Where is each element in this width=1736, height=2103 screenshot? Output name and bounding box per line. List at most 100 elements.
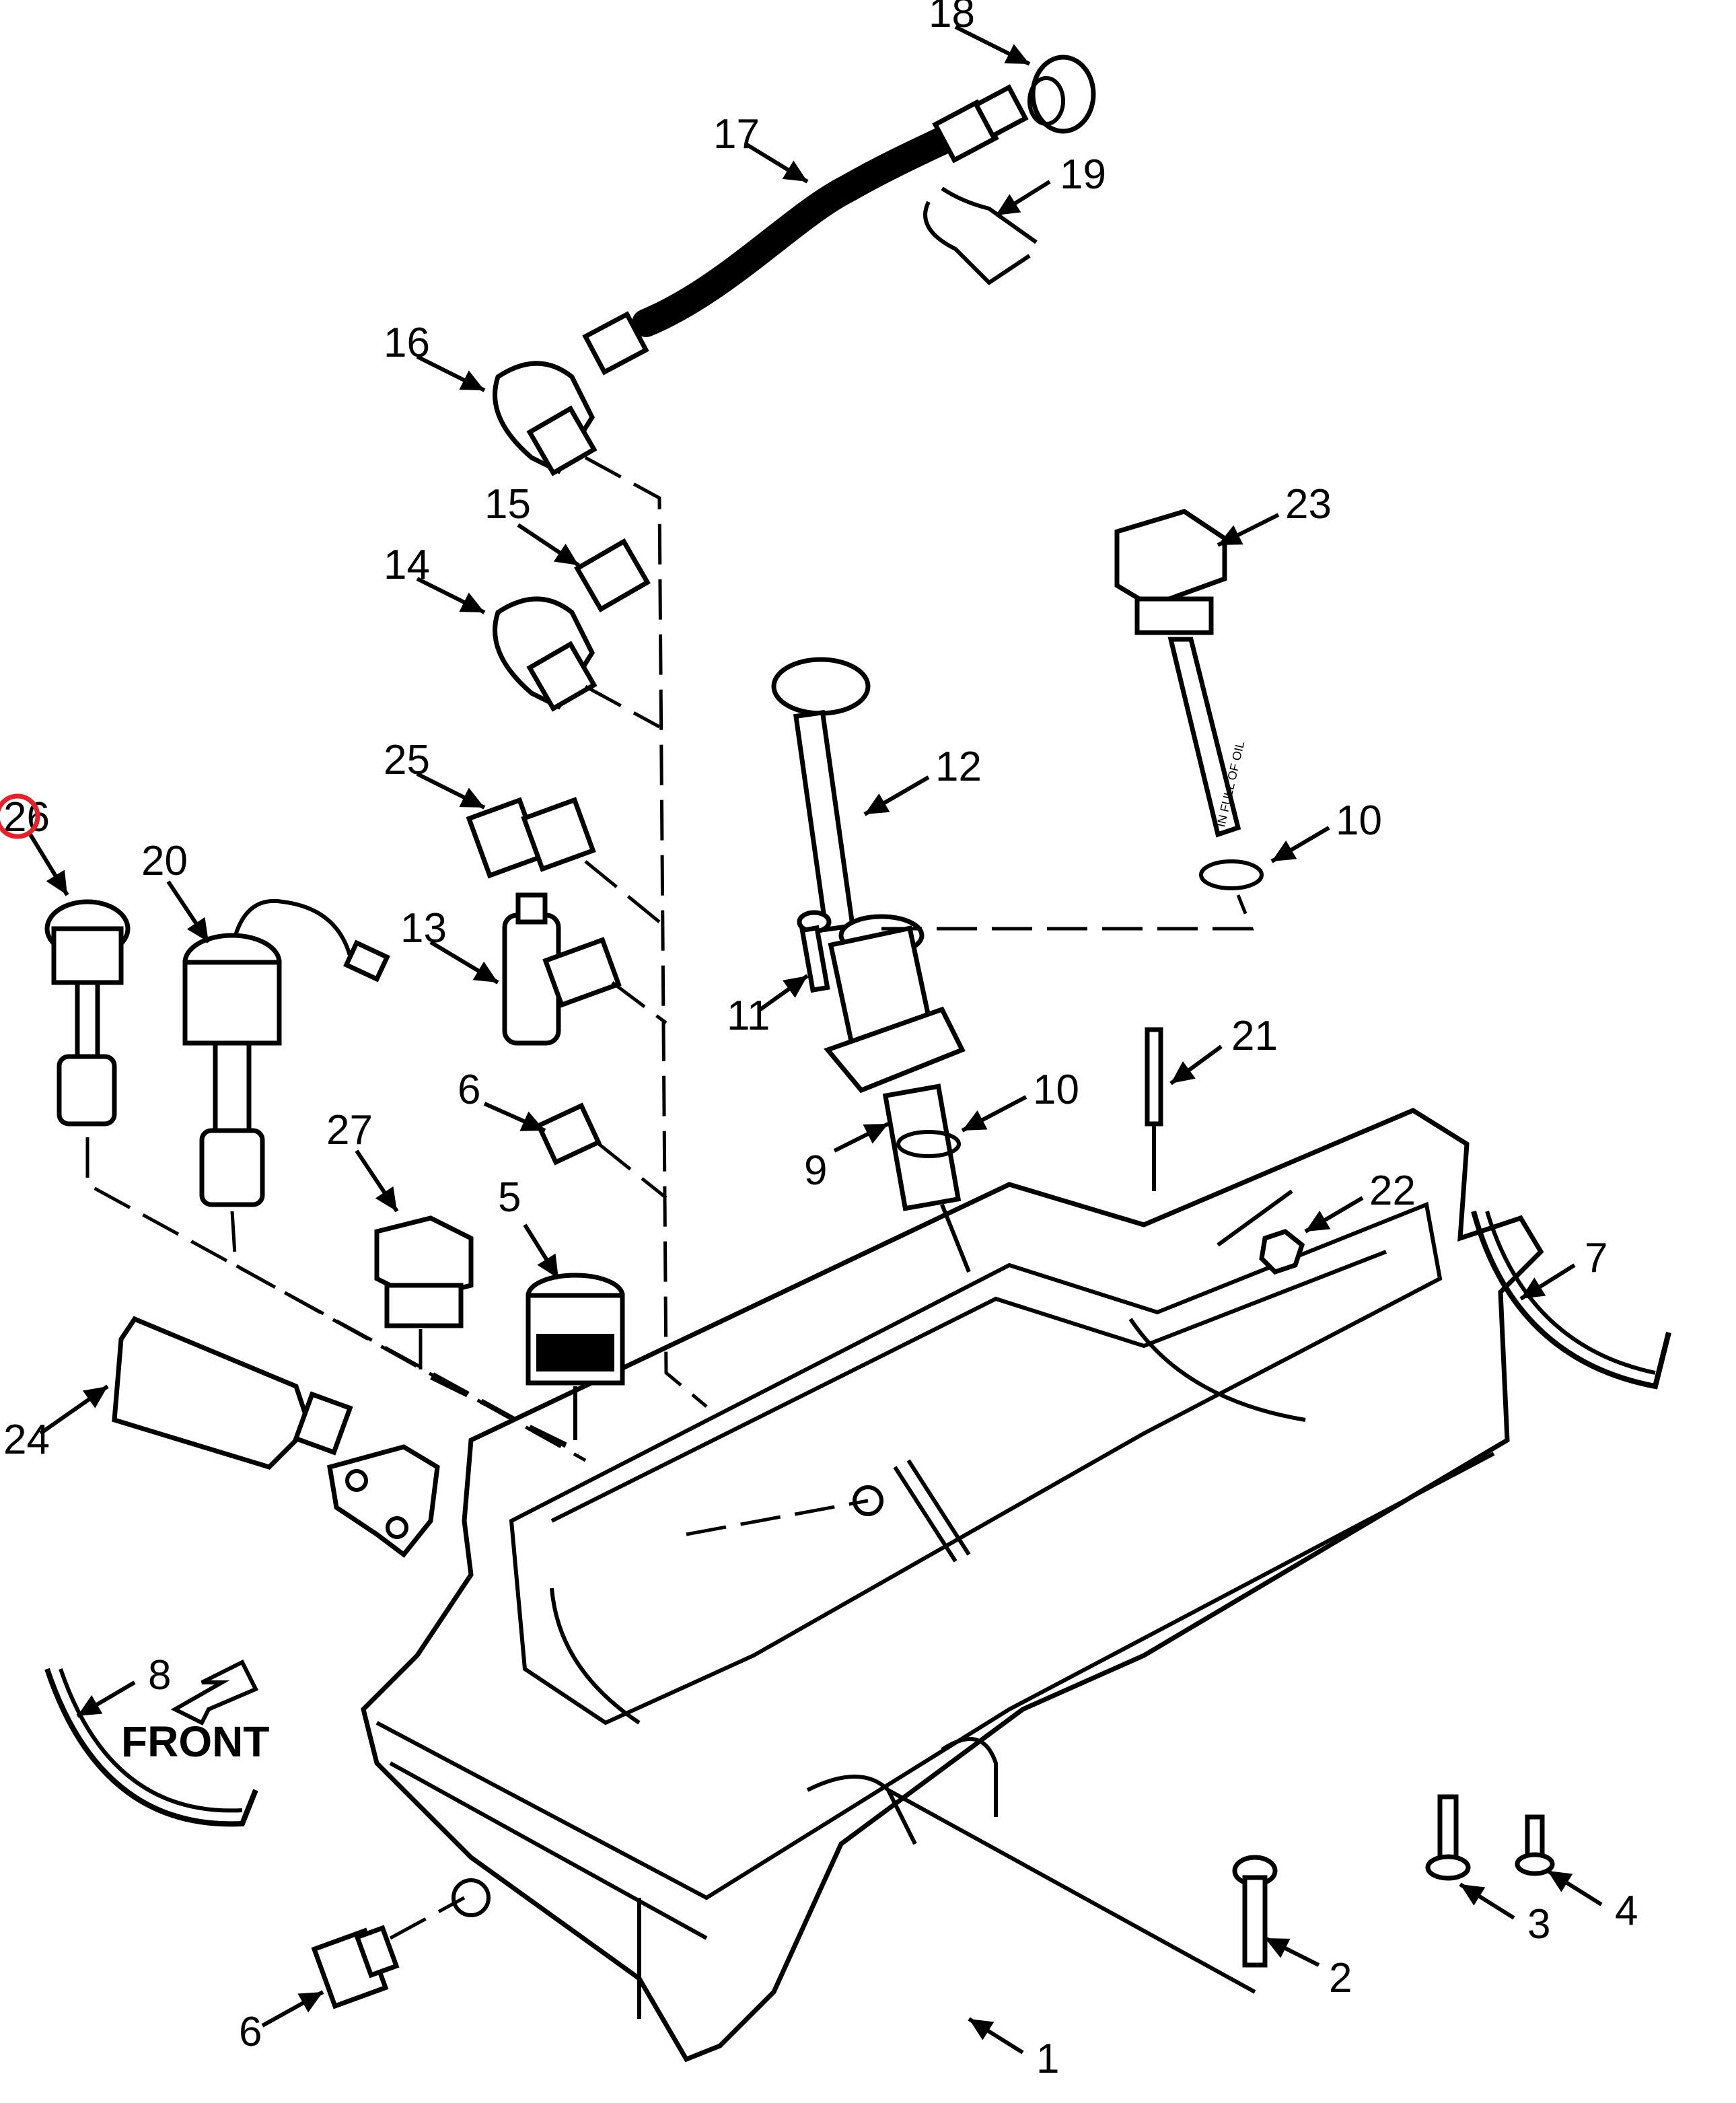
arrowhead-icon xyxy=(962,1110,988,1131)
arrowhead-icon xyxy=(77,1695,103,1716)
seal-7 xyxy=(1471,1210,1671,1390)
callout-label: 2 xyxy=(1329,1955,1352,2001)
callout-label: 15 xyxy=(484,481,531,528)
arrowhead-icon xyxy=(459,370,484,390)
front-label: FRONT xyxy=(121,1717,269,1766)
plug-27 xyxy=(374,1215,474,1328)
arrowhead-icon xyxy=(1305,1210,1331,1232)
callout-label: 3 xyxy=(1527,1901,1550,1948)
arrowhead-icon xyxy=(1004,44,1029,64)
bolt-4 xyxy=(1515,1814,1555,1876)
callout-label: 23 xyxy=(1285,481,1332,528)
arrowhead-icon xyxy=(459,787,484,808)
plug-15 xyxy=(574,538,651,613)
bolt-3 xyxy=(1425,1794,1471,1881)
callout-12: 12 xyxy=(863,744,982,816)
arrowhead-icon xyxy=(519,1111,545,1131)
arrowhead-icon xyxy=(783,976,807,998)
o-ring-10-lower xyxy=(896,1130,961,1158)
callout-1: 1 xyxy=(968,2017,1059,2082)
gasket-fragment xyxy=(327,1444,440,1558)
cap-18 xyxy=(1027,55,1096,134)
callout-23: 23 xyxy=(1217,481,1332,547)
callout-label: 18 xyxy=(929,0,975,36)
arrowhead-icon xyxy=(1218,525,1243,545)
callout-8: 8 xyxy=(76,1652,171,1718)
dipstick-12 xyxy=(771,657,871,933)
clip-19 xyxy=(923,186,1038,285)
dipstick-tube-9 xyxy=(824,914,966,1211)
plug-6-upper xyxy=(535,1102,602,1166)
sealant-tube-24 xyxy=(112,1316,353,1470)
o-ring-10-upper xyxy=(1199,859,1264,890)
callout-19: 19 xyxy=(994,151,1106,217)
screw-11 xyxy=(797,910,832,993)
seal-8 xyxy=(44,1668,258,1827)
callout-label: 27 xyxy=(326,1107,373,1153)
callout-label: 10 xyxy=(1033,1067,1079,1113)
bolt-2 xyxy=(1232,1855,1278,1968)
callout-15: 15 xyxy=(484,481,580,567)
callout-label: 10 xyxy=(1336,797,1382,844)
callout-label: 5 xyxy=(498,1174,521,1221)
callout-3: 3 xyxy=(1459,1882,1550,1948)
arrowhead-icon xyxy=(969,2019,994,2040)
callout-27: 27 xyxy=(326,1107,399,1213)
sensor-plug-26 xyxy=(44,899,131,1127)
arrowhead-icon xyxy=(782,160,807,182)
callout-9: 9 xyxy=(804,1122,890,1194)
drain-plug-6 xyxy=(311,1925,400,2009)
arrowhead-icon xyxy=(537,1253,558,1279)
cap-5 xyxy=(526,1273,625,1386)
elbow-14 xyxy=(493,596,598,712)
front-arrow-icon xyxy=(170,1659,259,1726)
callout-label: 1 xyxy=(1036,2036,1059,2082)
arrowhead-icon xyxy=(459,592,484,612)
callout-label: 12 xyxy=(935,744,982,790)
arrowhead-icon xyxy=(1272,840,1297,861)
elbow-16 xyxy=(493,361,598,476)
arrowhead-icon xyxy=(553,543,579,565)
hose-17 xyxy=(582,84,1029,376)
callout-6: 6 xyxy=(239,1990,324,2055)
arrowhead-icon xyxy=(375,1186,397,1211)
callout-20: 20 xyxy=(141,838,211,943)
dipstick-23: IN FULL OF OIL xyxy=(1114,509,1247,838)
callout-16: 16 xyxy=(384,320,486,392)
arrowhead-icon xyxy=(46,869,67,895)
callout-25: 25 xyxy=(384,737,486,810)
callout-5: 5 xyxy=(498,1174,560,1280)
callout-14: 14 xyxy=(384,542,486,614)
callout-13: 13 xyxy=(400,905,499,985)
callout-label: 24 xyxy=(3,1417,50,1463)
callout-label: 6 xyxy=(458,1067,480,1113)
arrowhead-icon xyxy=(1171,1061,1196,1083)
callout-4: 4 xyxy=(1546,1869,1638,1934)
callout-24: 24 xyxy=(3,1384,109,1463)
arrowhead-icon xyxy=(1265,1938,1291,1958)
callout-17: 17 xyxy=(713,111,809,184)
callout-label: 4 xyxy=(1615,1888,1638,1934)
callout-label: 9 xyxy=(804,1147,827,1194)
arrowhead-icon xyxy=(865,793,890,814)
leader-line xyxy=(584,456,708,1408)
arrowhead-icon xyxy=(996,194,1021,215)
callout-22: 22 xyxy=(1304,1168,1416,1234)
arrowhead-icon xyxy=(1548,1871,1573,1892)
callout-18: 18 xyxy=(929,0,1031,66)
callout-11: 11 xyxy=(727,974,809,1039)
arrowhead-icon xyxy=(1460,1884,1486,1906)
callout-label: 20 xyxy=(141,838,188,884)
arrowhead-icon xyxy=(472,961,498,983)
callout-10: 10 xyxy=(1270,797,1382,863)
tee-13 xyxy=(502,892,622,1046)
callout-6: 6 xyxy=(458,1067,546,1133)
callout-label: 7 xyxy=(1585,1235,1607,1281)
oil-pan xyxy=(361,1108,1544,2063)
arrowhead-icon xyxy=(82,1386,108,1409)
leader-line xyxy=(881,894,1254,931)
callout-label: 22 xyxy=(1369,1168,1416,1214)
adapter-25 xyxy=(466,797,596,879)
oil-level-sensor-20 xyxy=(182,898,390,1207)
